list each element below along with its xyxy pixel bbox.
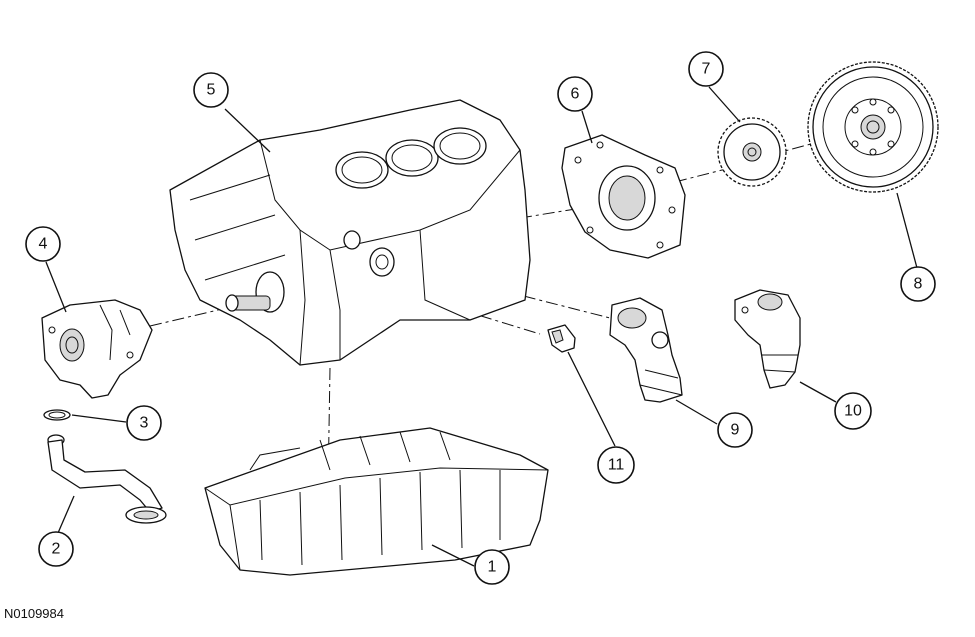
rear-seal-retainer [561,134,686,259]
oil-filter-adapter [609,297,683,403]
cylinder-block [169,99,531,366]
oil-pan [204,427,549,576]
o-ring-gasket [43,409,71,421]
figure-id: N0109984 [4,606,64,621]
oil-cooler-adapter [734,289,801,389]
callout-1: 1 [474,549,510,585]
callout-8: 8 [900,266,936,302]
callout-label: 2 [52,541,61,558]
callout-9: 9 [717,412,753,448]
callout-label: 10 [844,403,862,420]
oil-pickup-tube [47,434,167,524]
callout-3: 3 [126,405,162,441]
callout-label: 6 [571,86,580,103]
callout-2: 2 [38,531,74,567]
leader-lines [45,86,918,567]
callout-label: 1 [488,559,497,576]
callout-label: 5 [207,82,216,99]
callout-4: 4 [25,226,61,262]
callout-7: 7 [688,51,724,87]
flexplate [807,61,939,193]
callout-6: 6 [557,76,593,112]
callout-label: 9 [731,422,740,439]
crankshaft-sprocket [717,117,787,187]
callout-label: 3 [140,415,149,432]
callout-label: 11 [608,457,625,474]
oil-pressure-sensor [547,324,576,353]
oil-pump [41,299,153,399]
callout-label: 8 [914,276,923,293]
callout-5: 5 [193,72,229,108]
callout-10: 10 [834,392,872,430]
callout-11: 11 [597,446,635,484]
callout-label: 7 [702,61,711,78]
callout-label: 4 [39,236,48,253]
